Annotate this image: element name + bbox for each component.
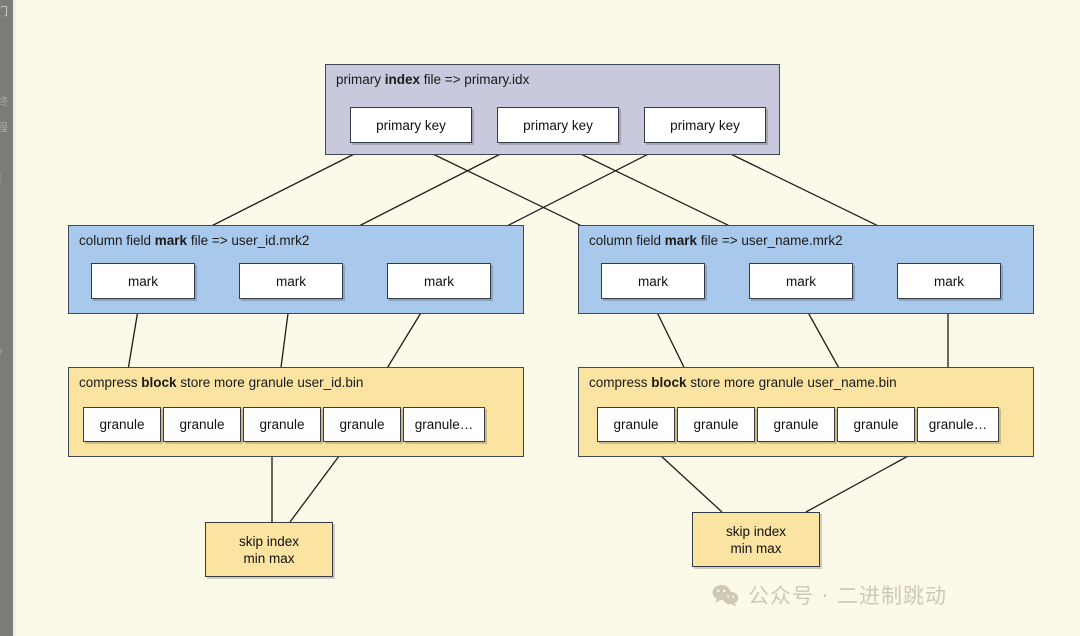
primary-key-box[interactable]: primary key xyxy=(497,107,619,143)
strip-fragment: 终 xyxy=(0,96,8,108)
granule-label: granule xyxy=(613,417,659,432)
mark-label: mark xyxy=(276,273,306,289)
granule-label: granule xyxy=(853,417,899,432)
strip-fragment: 程 xyxy=(0,122,8,134)
mark-label: mark xyxy=(638,273,668,289)
primary-index-title-prefix: primary xyxy=(336,72,385,87)
mark-box[interactable]: mark xyxy=(749,263,853,299)
app-sidebar-strip: 门 终 程 ] ? xyxy=(0,0,13,636)
primary-index-title-bold: index xyxy=(384,72,421,87)
mark-file-title: column field mark file => user_id.mrk2 xyxy=(79,233,309,248)
compress-block-title-bold: block xyxy=(141,375,177,390)
compress-block-title: compress block store more granule user_i… xyxy=(79,375,363,390)
compress-block-panel-user-name: compress block store more granule user_n… xyxy=(578,367,1034,457)
mark-file-title-bold: mark xyxy=(154,233,188,248)
granule-box[interactable]: granule xyxy=(837,407,915,442)
granule-label: granule xyxy=(259,417,305,432)
mark-box[interactable]: mark xyxy=(91,263,195,299)
granule-box[interactable]: granule… xyxy=(403,407,485,442)
granule-label: granule… xyxy=(414,417,474,432)
wechat-icon xyxy=(712,584,739,607)
compress-block-panel-user-id: compress block store more granule user_i… xyxy=(68,367,524,457)
granule-box[interactable]: granule xyxy=(83,407,161,442)
mark-file-panel-user-id: column field mark file => user_id.mrk2 m… xyxy=(68,225,524,314)
granule-box[interactable]: granule xyxy=(243,407,321,442)
granule-box[interactable]: granule xyxy=(163,407,241,442)
granule-box[interactable]: granule xyxy=(757,407,835,442)
mark-file-title-prefix: column field xyxy=(589,233,665,248)
granule-box[interactable]: granule… xyxy=(917,407,999,442)
mark-box[interactable]: mark xyxy=(601,263,705,299)
granule-box[interactable]: granule xyxy=(677,407,755,442)
compress-block-title-suffix: store more granule user_id.bin xyxy=(176,375,364,390)
mark-file-panel-user-name: column field mark file => user_name.mrk2… xyxy=(578,225,1034,314)
mark-box[interactable]: mark xyxy=(387,263,491,299)
granule-label: granule xyxy=(773,417,819,432)
skip-index-line2: min max xyxy=(730,540,782,556)
primary-index-title: primary index file => primary.idx xyxy=(336,72,529,87)
compress-block-title-bold: block xyxy=(651,375,687,390)
primary-key-box[interactable]: primary key xyxy=(350,107,472,143)
primary-index-title-suffix: file => primary.idx xyxy=(420,72,530,87)
granule-label: granule xyxy=(99,417,145,432)
compress-block-title-prefix: compress xyxy=(589,375,652,390)
primary-key-label: primary key xyxy=(523,117,593,133)
skip-index-line2: min max xyxy=(243,550,295,566)
granule-box[interactable]: granule xyxy=(323,407,401,442)
mark-file-title-suffix: file => user_name.mrk2 xyxy=(697,233,843,248)
mark-file-title-bold: mark xyxy=(664,233,698,248)
granule-box[interactable]: granule xyxy=(597,407,675,442)
mark-file-title-prefix: column field xyxy=(79,233,155,248)
mark-label: mark xyxy=(424,273,454,289)
mark-label: mark xyxy=(934,273,964,289)
skip-index-line1: skip index xyxy=(725,523,787,539)
granule-label: granule xyxy=(693,417,739,432)
skip-index-box-right[interactable]: skip index min max xyxy=(692,512,820,567)
skip-index-line1: skip index xyxy=(238,533,300,549)
primary-index-panel: primary index file => primary.idx primar… xyxy=(325,64,780,155)
primary-key-box[interactable]: primary key xyxy=(644,107,766,143)
skip-index-box-left[interactable]: skip index min max xyxy=(205,522,333,577)
strip-fragment: ] xyxy=(0,172,13,184)
compress-block-title-prefix: compress xyxy=(79,375,142,390)
mark-label: mark xyxy=(128,273,158,289)
strip-fragment: 门 xyxy=(0,6,8,18)
granule-label: granule xyxy=(339,417,385,432)
mark-label: mark xyxy=(786,273,816,289)
watermark-text: 公众号 · 二进制跳动 xyxy=(748,584,948,608)
mark-file-title-suffix: file => user_id.mrk2 xyxy=(187,233,310,248)
compress-block-title: compress block store more granule user_n… xyxy=(589,375,897,390)
granule-label: granule xyxy=(179,417,225,432)
page-edge-divider xyxy=(13,0,16,636)
watermark: 公众号 · 二进制跳动 xyxy=(712,580,947,610)
primary-key-label: primary key xyxy=(670,117,740,133)
mark-box[interactable]: mark xyxy=(239,263,343,299)
mark-box[interactable]: mark xyxy=(897,263,1001,299)
strip-fragment: ? xyxy=(0,348,13,360)
primary-key-label: primary key xyxy=(376,117,446,133)
granule-label: granule… xyxy=(928,417,988,432)
mark-file-title: column field mark file => user_name.mrk2 xyxy=(589,233,843,248)
compress-block-title-suffix: store more granule user_name.bin xyxy=(686,375,897,390)
